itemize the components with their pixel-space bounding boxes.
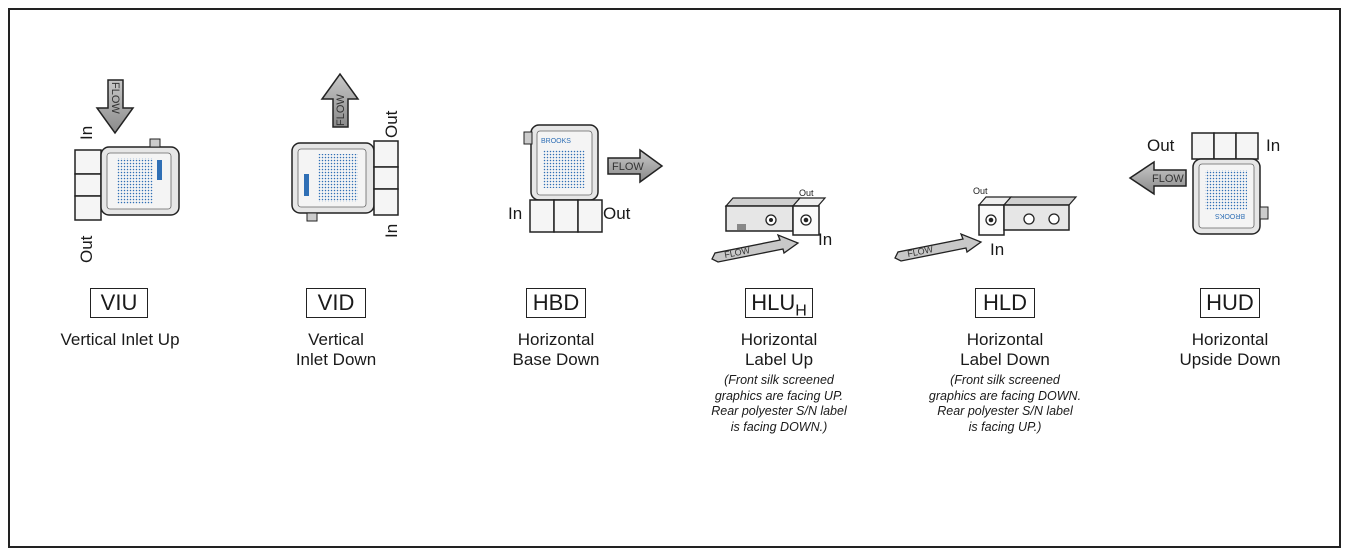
hld-flow-label: FLOW: [906, 244, 934, 259]
caption-vid: Vertical Inlet Down: [256, 330, 416, 370]
vid-out-label: Out: [382, 110, 401, 138]
flow-arrow-diagonal-icon: [894, 232, 983, 262]
flow-arrow-left-icon: [1128, 160, 1187, 196]
hud-in-label: In: [1266, 136, 1280, 155]
note-hlu: (Front silk screened graphics are facing…: [694, 373, 864, 435]
code-hld: HLD: [975, 288, 1035, 318]
vid-illustration: FLOW Out In: [291, 72, 401, 238]
hld-illustration: FLOW Out In: [894, 186, 1078, 262]
hud-device-label: BROOKS: [1215, 212, 1245, 219]
note-line: (Front silk screened: [724, 373, 834, 387]
caption-line: Horizontal: [966, 330, 1044, 349]
hbd-in-label: In: [508, 204, 522, 223]
flow-arrow-up-icon: [320, 72, 360, 128]
note-hld: (Front silk screened graphics are facing…: [915, 373, 1095, 435]
caption-line: Label Up: [744, 350, 814, 369]
hbd-device-label: BROOKS: [541, 138, 571, 145]
caption-line: Horizontal: [740, 330, 818, 349]
note-line: Rear polyester S/N label: [937, 404, 1073, 418]
code-hlu-main: HLU: [751, 290, 796, 315]
caption-line: Horizontal: [517, 330, 595, 349]
code-hud: HUD: [1200, 288, 1260, 318]
hbd-flow-label: FLOW: [612, 161, 644, 173]
viu-illustration: FLOW In Out: [74, 79, 180, 263]
caption-line: Label Down: [960, 350, 1050, 369]
hld-in-label: In: [990, 240, 1004, 259]
flow-arrow-right-icon: [607, 148, 664, 184]
caption-hld: Horizontal Label Down: [925, 330, 1085, 370]
code-vid: VID: [306, 288, 366, 318]
caption-line: Inlet Down: [295, 350, 377, 369]
hbd-out-label: Out: [603, 204, 631, 223]
viu-flow-label: FLOW: [109, 82, 121, 114]
caption-line: Vertical Inlet Up: [60, 330, 180, 349]
caption-line: Vertical: [308, 330, 364, 349]
code-hlu-sub: H: [795, 302, 807, 320]
note-line: graphics are facing UP.: [714, 388, 844, 403]
hud-out-label: Out: [1147, 136, 1175, 155]
caption-line: Horizontal: [1191, 330, 1269, 349]
hlu-flow-label: FLOW: [723, 245, 751, 260]
hlu-illustration: FLOW Out In: [711, 188, 832, 263]
flow-arrow-diagonal-icon: [711, 233, 800, 263]
vid-in-label: In: [382, 224, 401, 238]
flow-arrow-down-icon: [95, 79, 135, 135]
orientation-illustrations: FLOW In Out FLOW Out In BROOKS: [74, 72, 1280, 263]
code-hlu: HLUH: [745, 288, 813, 320]
note-line: Rear polyester S/N label: [711, 404, 847, 418]
viu-out-label: Out: [77, 235, 96, 263]
caption-hud: Horizontal Upside Down: [1150, 330, 1310, 370]
hld-out-label: Out: [973, 186, 988, 196]
caption-hlu: Horizontal Label Up: [699, 330, 859, 370]
caption-line: Base Down: [512, 350, 600, 369]
note-line: (Front silk screened: [950, 373, 1060, 387]
hbd-illustration: BROOKS FLOW In Out: [508, 124, 664, 233]
hlu-in-label: In: [818, 230, 832, 249]
code-hbd: HBD: [526, 288, 586, 318]
note-line: graphics are facing DOWN.: [928, 388, 1082, 403]
note-line: is facing UP.): [968, 419, 1042, 434]
viu-in-label: In: [77, 126, 96, 140]
note-line: is facing DOWN.): [730, 419, 828, 434]
caption-viu: Vertical Inlet Up: [40, 330, 200, 350]
hlu-out-label: Out: [799, 188, 814, 198]
caption-hbd: Horizontal Base Down: [476, 330, 636, 370]
hud-illustration: BROOKS FLOW Out In: [1128, 132, 1280, 235]
caption-line: Upside Down: [1179, 350, 1281, 369]
hud-flow-label: FLOW: [1152, 173, 1184, 185]
code-viu: VIU: [90, 288, 148, 318]
vid-flow-label: FLOW: [335, 94, 347, 126]
